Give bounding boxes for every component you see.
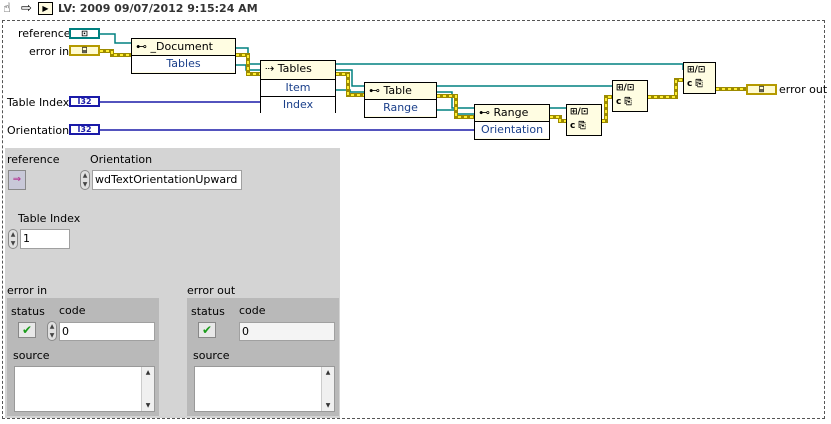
key-icon: ⊷ — [136, 40, 151, 53]
key-icon: ⊷ — [369, 84, 384, 97]
table-node-title: Table — [383, 84, 412, 97]
fp-error-out-cluster: status code ✔ 0 source ▲▼ — [187, 298, 339, 416]
error-out-status-check-icon: ✔ — [198, 322, 216, 338]
fp-error-in-label: error in — [7, 284, 48, 297]
hand-tool-icon[interactable]: ☝ — [3, 1, 11, 16]
error-in-terminal[interactable]: ⌸ — [69, 45, 100, 56]
document-node-title: _Document — [150, 40, 214, 53]
error-in-source-field[interactable]: ▲▼ — [14, 366, 155, 412]
error-in-source-scrollbar[interactable]: ▲▼ — [141, 367, 154, 411]
fp-error-out-label: error out — [187, 284, 236, 297]
reference-terminal[interactable]: ⊡ — [69, 28, 100, 39]
orientation-terminal[interactable]: I32 — [69, 124, 100, 135]
reference-control-label: reference — [18, 27, 71, 40]
fp-table-index-label: Table Index — [18, 212, 81, 225]
error-in-code-field[interactable]: 0 — [59, 322, 155, 341]
invoke-icon: ⇢ — [265, 62, 278, 75]
table-index-terminal[interactable]: I32 — [69, 96, 100, 107]
vi-run-icon[interactable]: ▶ — [38, 2, 53, 15]
error-in-code-label: code — [59, 304, 86, 317]
arrow-icon[interactable]: ⇨ — [21, 1, 32, 16]
error-out-terminal[interactable]: ⌸ — [746, 84, 777, 95]
close-reference-node-2[interactable]: ⊞/⊡c ⎘ — [612, 80, 648, 112]
range-node-title: Range — [493, 106, 529, 119]
document-node-header: ⊷ _Document — [132, 39, 235, 56]
fp-orientation-label: Orientation — [90, 153, 153, 166]
error-out-indicator-label: error out — [779, 83, 828, 96]
error-out-code-field: 0 — [239, 322, 335, 341]
orientation-control-label: Orientation — [7, 124, 70, 137]
error-out-status-label: status — [191, 305, 225, 318]
tables-ref-out-wire — [336, 69, 612, 87]
error-in-code-spinner-icon[interactable]: ▲▼ — [47, 321, 57, 341]
fp-orientation-spinner-icon[interactable]: ▲▼ — [80, 170, 90, 190]
error-in-status-check-icon[interactable]: ✔ — [18, 322, 36, 338]
fp-table-index-field[interactable]: 1 — [20, 229, 70, 249]
tables-item-method[interactable]: Item — [261, 80, 335, 97]
error-in-control-label: error in — [29, 45, 70, 58]
reference-wire — [100, 33, 131, 44]
close-reference-node-1[interactable]: ⊞/⊡c ⎘ — [566, 104, 602, 136]
close-reference-node-3[interactable]: ⊞/⊡c ⎘ — [683, 62, 716, 94]
error-out-source-scrollbar[interactable]: ▲▼ — [321, 367, 334, 411]
table-index-control-label: Table Index — [7, 96, 70, 109]
fp-error-in-cluster: status code ✔ ▲▼ 0 source ▲▼ — [7, 298, 159, 416]
fp-orientation-field[interactable]: wdTextOrientationUpward — [92, 170, 242, 190]
title-bar: ☝ ⇨ ▶ LV: 2009 09/07/2012 9:15:24 AM — [0, 0, 831, 18]
key-icon: ⊷ — [479, 106, 494, 119]
error-in-source-label: source — [13, 349, 50, 362]
range-orientation-property[interactable]: Orientation — [475, 122, 549, 138]
table-property-node[interactable]: ⊷ Table Range — [364, 82, 437, 118]
document-property-node[interactable]: ⊷ _Document Tables — [131, 38, 236, 74]
error-out-code-label: code — [239, 304, 266, 317]
error-out-source-field: ▲▼ — [194, 366, 335, 412]
table-node-header: ⊷ Table — [365, 83, 436, 100]
range-property-node[interactable]: ⊷ Range Orientation — [474, 104, 550, 140]
error-out-source-label: source — [193, 349, 230, 362]
tables-node-header: ⇢ Tables — [261, 61, 335, 80]
error-chain-6 — [648, 78, 683, 99]
fp-reference-label: reference — [7, 153, 60, 166]
range-node-header: ⊷ Range — [475, 105, 549, 122]
document-tables-property[interactable]: Tables — [132, 56, 235, 72]
fp-reference-refnum-icon[interactable]: ⇒ — [8, 170, 26, 190]
table-range-property[interactable]: Range — [365, 100, 436, 116]
tables-node-title: Tables — [277, 62, 312, 75]
fp-table-index-spinner-icon[interactable]: ▲▼ — [8, 229, 18, 249]
error-in-status-label: status — [11, 305, 45, 318]
version-text: LV: 2009 09/07/2012 9:15:24 AM — [58, 2, 258, 15]
diagram-frame — [2, 20, 825, 419]
tables-index-param[interactable]: Index — [261, 97, 335, 113]
tables-invoke-node[interactable]: ⇢ Tables Item Index — [260, 60, 336, 113]
